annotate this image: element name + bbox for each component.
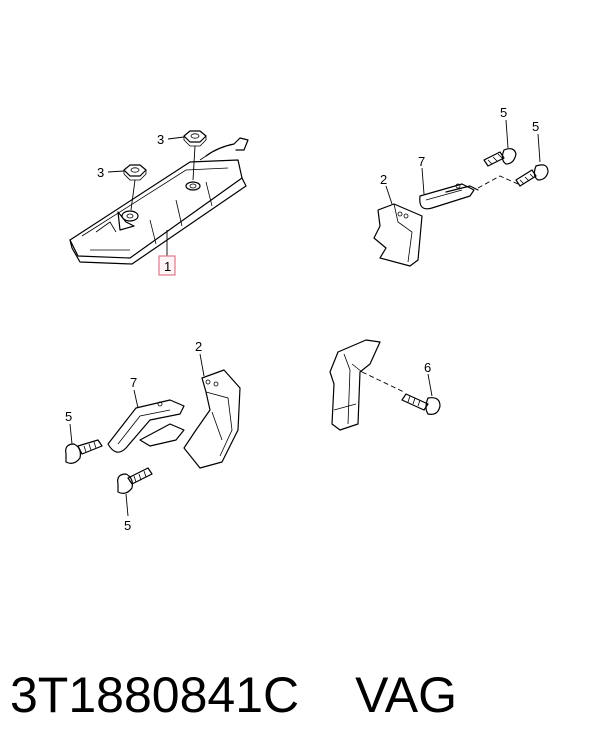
callout-7-upper: 7 (418, 154, 425, 169)
small-bracket-assembly: 6 (329, 339, 441, 431)
bracket-assembly-lower-left: 2 7 5 5 (65, 339, 241, 533)
callout-5-lower-left: 5 (65, 409, 72, 424)
airbag-module-assembly: 1 3 3 (69, 130, 249, 276)
callout-3-upper: 3 (157, 132, 164, 147)
callout-7-lower: 7 (130, 375, 137, 390)
brand-label: VAG (355, 667, 458, 723)
bracket-assembly-upper-right: 2 7 5 5 (373, 105, 549, 267)
callout-2-lower: 2 (195, 339, 202, 354)
callout-5-upper-b: 5 (532, 119, 539, 134)
parts-diagram: 1 3 3 2 7 5 5 (65, 105, 549, 533)
callout-6: 6 (424, 360, 431, 375)
callout-5-lower-bottom: 5 (124, 518, 131, 533)
callout-2-upper: 2 (380, 172, 387, 187)
callout-1: 1 (164, 259, 171, 274)
callout-3-lower: 3 (97, 165, 104, 180)
part-number: 3T1880841C (10, 667, 300, 723)
footer: 3T1880841C VAG (10, 655, 590, 735)
part-1-highlight-box (158, 255, 176, 276)
callout-5-upper-a: 5 (500, 105, 507, 120)
